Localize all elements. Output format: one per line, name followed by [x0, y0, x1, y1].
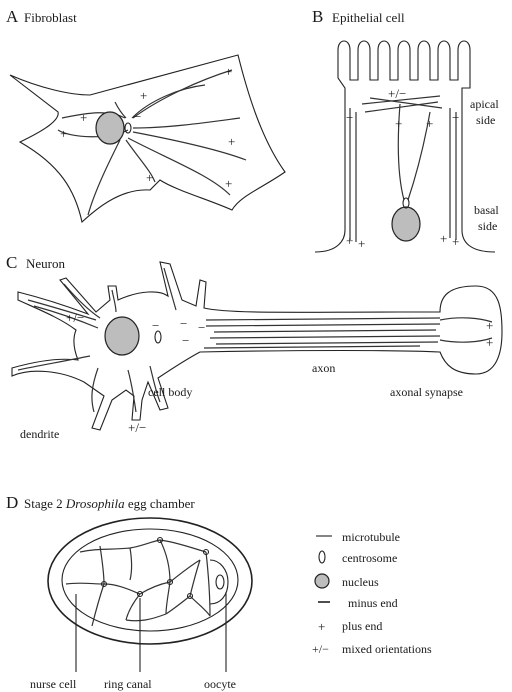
legend-item-minus-end: minus end — [318, 596, 398, 610]
mixed-orientation-marker: +/− — [66, 310, 84, 325]
axon-label: axon — [312, 361, 335, 375]
plus-end-marker: + — [486, 318, 493, 333]
nurse-cell-label: nurse cell — [30, 677, 77, 691]
apical-label-line1: apical — [470, 97, 499, 111]
panel-a-fibroblast: A Fibroblast + + + + + + + − — [6, 7, 285, 222]
basal-label-line2: side — [478, 219, 497, 233]
minus-end-marker: − — [152, 318, 159, 333]
plus-end-marker: + — [228, 134, 235, 149]
plus-end-icon: + — [318, 619, 325, 634]
panel-d-egg-chamber: D Stage 2 Drosophila egg chamber — [6, 493, 252, 691]
mixed-orientation-marker: +/− — [388, 86, 406, 101]
neuron-outline — [12, 262, 502, 430]
plus-end-marker: + — [80, 110, 87, 125]
plus-end-marker: + — [395, 116, 402, 131]
legend-item-microtubule: microtubule — [316, 530, 400, 544]
panel-d-letter: D — [6, 493, 18, 512]
axonal-synapse-label: axonal synapse — [390, 385, 463, 399]
legend-item-mixed: +/− mixed orientations — [312, 642, 432, 656]
legend-item-nucleus: nucleus — [315, 574, 379, 589]
legend-label: plus end — [342, 619, 382, 633]
plus-end-marker: + — [225, 64, 232, 79]
epithelial-nucleus — [392, 207, 420, 241]
plus-end-marker: + — [146, 170, 153, 185]
panel-a-title: Fibroblast — [24, 10, 77, 25]
dendrite-label: dendrite — [20, 427, 59, 441]
fibroblast-outline — [10, 55, 285, 222]
panel-b-title: Epithelial cell — [332, 10, 405, 25]
minus-end-marker: − — [182, 333, 189, 348]
ring-canal-label: ring canal — [104, 677, 152, 691]
minus-end-marker: − — [346, 110, 353, 125]
mixed-orientation-marker: +/− — [128, 420, 146, 435]
plus-end-marker: + — [426, 116, 433, 131]
panel-d-title: Stage 2 Drosophila egg chamber — [24, 496, 195, 511]
panel-c-neuron: C Neuron +/− +/− − − — [6, 253, 502, 441]
plus-end-marker: + — [358, 236, 365, 251]
minus-end-marker: − — [198, 320, 205, 335]
minus-end-marker: − — [452, 110, 459, 125]
egg-chamber-outer — [48, 518, 252, 644]
legend-item-centrosome: centrosome — [319, 551, 397, 565]
oocyte-nucleus — [216, 575, 224, 589]
minus-end-marker: − — [180, 316, 187, 331]
oocyte-label: oocyte — [204, 677, 236, 691]
legend-label: nucleus — [342, 575, 379, 589]
plus-end-marker: + — [225, 176, 232, 191]
plus-end-marker: + — [346, 233, 353, 248]
neuron-nucleus — [105, 317, 139, 355]
basal-label-line1: basal — [474, 203, 499, 217]
apical-label-line2: side — [476, 113, 495, 127]
fibroblast-nucleus — [96, 112, 124, 144]
plus-end-marker: + — [452, 234, 459, 249]
panel-c-letter: C — [6, 253, 17, 272]
minus-end-marker: − — [134, 109, 141, 124]
legend-label: minus end — [348, 596, 398, 610]
fibroblast-microtubules — [58, 70, 246, 215]
plus-end-marker: + — [440, 231, 447, 246]
panel-a-letter: A — [6, 7, 19, 26]
egg-chamber-inner — [62, 529, 238, 631]
legend: microtubule centrosome nucleus minus end… — [312, 530, 432, 656]
panel-b-letter: B — [312, 7, 323, 26]
mixed-orientation-icon: +/− — [312, 642, 329, 656]
legend-label: microtubule — [342, 530, 400, 544]
legend-label: centrosome — [342, 551, 397, 565]
fibroblast-centrosome — [125, 123, 131, 133]
legend-item-plus-end: + plus end — [318, 619, 382, 634]
plus-end-marker: + — [140, 88, 147, 103]
nucleus-icon — [315, 574, 329, 588]
ring-canals — [102, 538, 209, 599]
legend-label: mixed orientations — [342, 642, 432, 656]
panel-c-title: Neuron — [26, 256, 65, 271]
centrosome-icon — [319, 551, 325, 563]
plus-end-marker: + — [60, 126, 67, 141]
plus-end-marker: + — [486, 335, 493, 350]
cell-body-label: cell body — [148, 385, 192, 399]
panel-b-epithelial: B Epithelial cell +/− + + − − + + + + ap — [312, 7, 499, 252]
egg-chamber-pointers — [76, 592, 226, 672]
oocyte-outline — [210, 560, 228, 604]
nurse-cell-boundaries — [66, 540, 210, 626]
